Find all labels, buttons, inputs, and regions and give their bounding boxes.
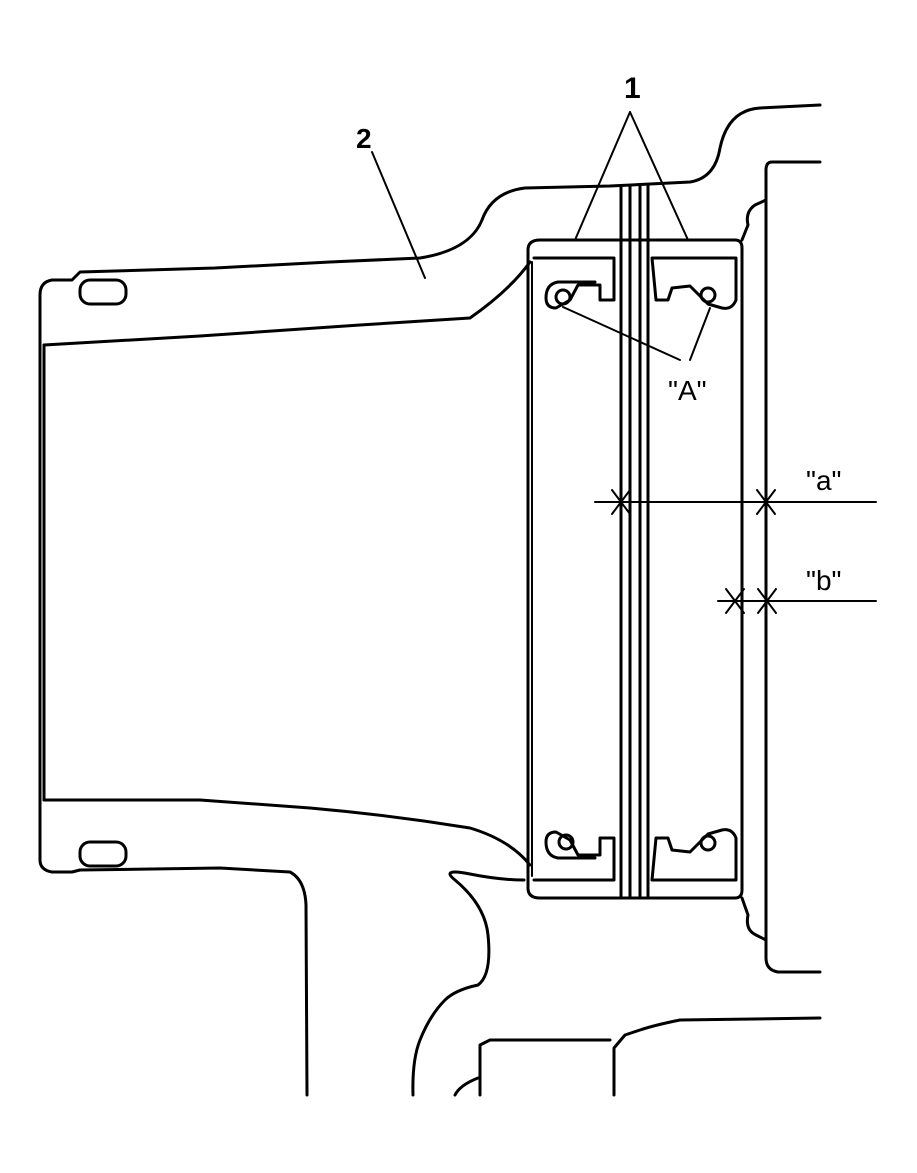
dimension-label-a: "a" xyxy=(806,465,841,496)
callout-1: 1 xyxy=(624,72,641,105)
seal-bore xyxy=(526,238,744,900)
dimension-a xyxy=(594,489,877,515)
callout-2: 2 xyxy=(356,123,372,154)
seal-right-upper xyxy=(650,256,738,310)
seal-right-lower xyxy=(650,828,738,882)
o-ring-upper xyxy=(78,278,128,306)
dimension-label-b: "b" xyxy=(806,565,841,596)
o-ring-lower xyxy=(78,840,128,868)
callout-detail-a: "A" xyxy=(668,375,707,406)
leader-lines xyxy=(371,111,711,361)
seal-left-lower xyxy=(532,830,616,882)
seal-left-upper xyxy=(532,256,616,310)
center-spacer xyxy=(619,184,650,898)
mating-housing xyxy=(453,160,822,1097)
housing-outline xyxy=(38,103,822,1097)
dimension-b xyxy=(717,588,877,614)
